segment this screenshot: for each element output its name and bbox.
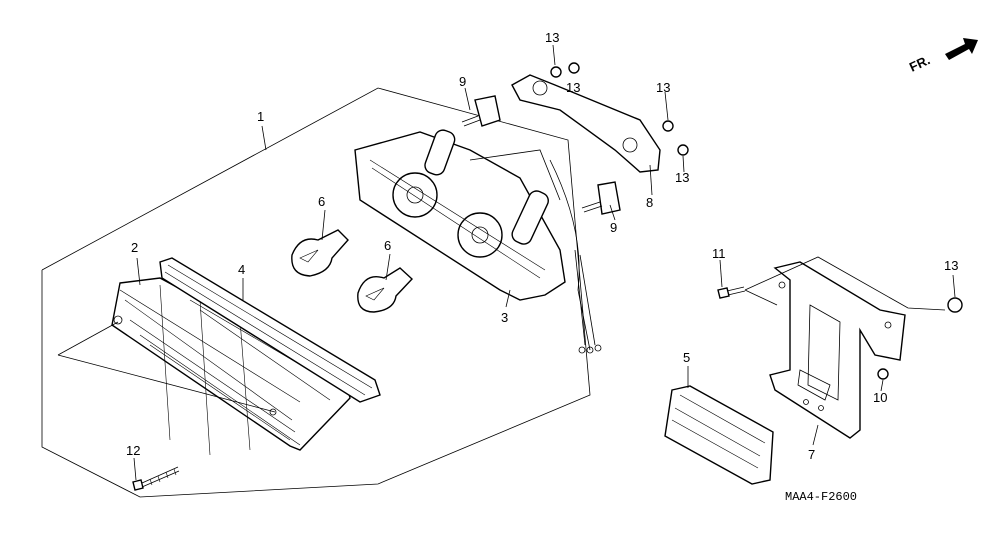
license-bracket-part [769,261,906,439]
gasket-part [159,257,381,403]
callout-12: 12 [126,443,140,458]
bulb-lower [357,267,413,313]
callout-10: 10 [873,390,887,405]
nut-icons [550,62,963,313]
assembly-outline [41,87,591,498]
callout-9-lower: 9 [610,220,617,235]
callout-2: 2 [131,240,138,255]
leader-lines [57,44,956,481]
bulb-upper [291,229,349,277]
callout-13-a: 13 [545,30,559,45]
front-direction-arrow-icon [945,38,978,60]
mounting-stay-part [511,74,661,173]
callout-7: 7 [808,447,815,462]
callout-3: 3 [501,310,508,325]
callout-13-b: 13 [566,80,580,95]
callout-9-upper: 9 [459,74,466,89]
callout-13-e: 13 [944,258,958,273]
front-direction-label: FR. [907,52,932,74]
callout-5: 5 [683,350,690,365]
callout-6-upper: 6 [318,194,325,209]
callout-13-d: 13 [675,170,689,185]
callout-13-c: 13 [656,80,670,95]
reflector-part [664,385,774,485]
screw-part [132,466,180,491]
bracket-group-outline [744,256,946,311]
callout-8: 8 [646,195,653,210]
callout-4: 4 [238,262,245,277]
rubber-mount-lower [581,181,621,215]
callout-11: 11 [712,246,726,261]
callout-1: 1 [257,109,264,124]
base-housing-part [354,129,602,354]
callout-labels: 1 2 3 4 5 6 6 7 8 9 9 10 11 12 13 13 13 … [126,30,958,462]
rubber-mount-upper [461,95,501,127]
bolt-part [717,286,746,299]
bracket-nut [877,368,889,380]
figure-code: MAA4-F2600 [785,490,857,504]
callout-6-lower: 6 [384,238,391,253]
